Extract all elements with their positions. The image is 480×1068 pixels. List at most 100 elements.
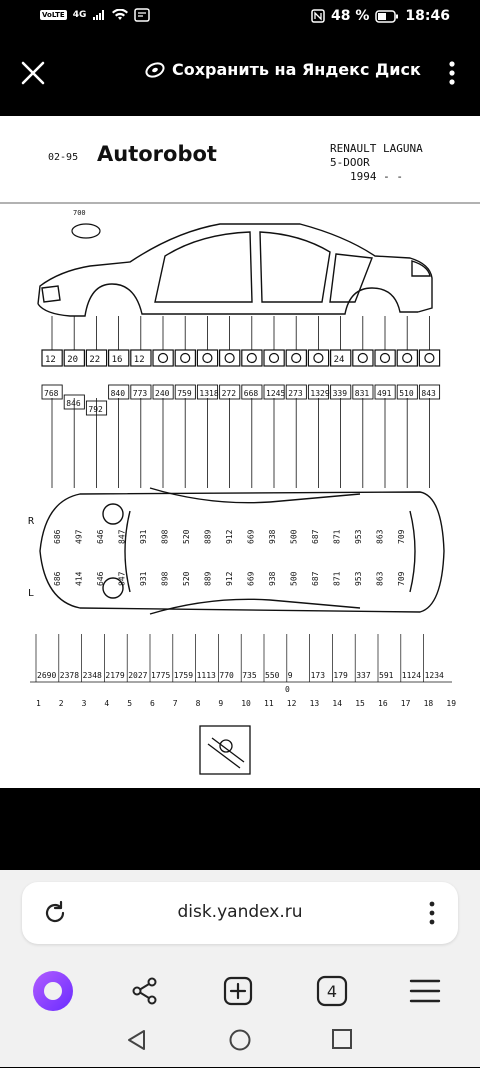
fixture-symbol [268,352,280,364]
plan-value-l: 686 [53,571,62,586]
doc-model-line3: 1994 - - [350,170,403,183]
fixture-code: 22 [89,355,100,365]
side-value: 240 [155,389,170,398]
fixture-symbol [224,352,235,364]
station-number: 19 [446,699,456,708]
plan-value-r: 863 [376,529,385,544]
address-bar[interactable]: disk.yandex.ru [22,882,458,944]
fixture-box [263,349,285,367]
station-number: 15 [355,699,365,708]
fixture-box [196,349,219,367]
fixture-symbol [180,352,191,364]
side-value: 1318 [199,389,218,398]
plan-value-l: 500 [290,571,299,586]
plan-value-r: 847 [118,529,127,544]
side-label-l: L [28,588,34,599]
disk-icon [145,61,165,78]
wifi-icon [112,9,129,20]
fixture-code: 12 [134,355,145,365]
share-icon [132,977,157,1005]
plan-value-l: 414 [75,571,84,586]
bottom-value: 1124 [402,671,421,680]
reload-icon[interactable] [42,900,68,926]
plan-value-l: 863 [376,571,385,586]
side-value: 831 [355,389,370,398]
fixture-code: 16 [112,355,123,365]
more-vertical-icon[interactable] [446,58,458,88]
bottom-value: 735 [242,671,257,680]
plan-value-l: 709 [397,571,406,586]
save-label: Сохранить на Яндекс Диск [172,60,421,79]
fixture-symbol [357,352,368,364]
side-value: 792 [88,405,103,414]
recents-icon[interactable] [331,1028,353,1050]
fixture-symbol [291,352,302,364]
back-icon[interactable] [126,1028,148,1052]
station-number: 3 [82,699,87,708]
fixture-symbol [379,352,391,364]
station-number: 12 [287,699,297,708]
bottom-value: 2027 [128,671,147,680]
bottom-value: 1775 [151,671,170,680]
station-number: 17 [401,699,411,708]
station-number: 6 [150,699,155,708]
tabs-button[interactable]: 4 [307,966,357,1016]
value-box [152,384,174,400]
bottom-value: 2348 [83,671,102,680]
browser-menu-button[interactable] [400,966,450,1016]
station-number: 14 [332,699,342,708]
battery-icon [375,9,399,23]
detail-label: 700 [73,209,86,217]
new-tab-button[interactable] [213,966,263,1016]
fixture-symbol [157,352,169,364]
save-to-yandex-disk-button[interactable]: Сохранить на Яндекс Диск [144,60,421,79]
signal-icon [93,10,105,20]
plan-value-r: 497 [75,529,84,544]
address-more-icon[interactable] [428,898,436,928]
fixture-symbol [402,352,413,364]
value-box [396,384,418,400]
side-value: 768 [44,389,59,398]
plan-value-l: 646 [96,571,105,586]
status-right: 48 % 18:46 [311,8,450,24]
document-image[interactable]: 02-95 Autorobot RENAULT LAGUNA 5-DOOR 19… [0,116,480,788]
volte-badge: VoLTE [40,10,67,20]
bottom-value: 2378 [60,671,79,680]
close-icon[interactable] [18,58,48,88]
plan-value-l: 687 [311,571,320,586]
fixture-box [285,349,308,367]
car-body-diagram: 02-95 Autorobot RENAULT LAGUNA 5-DOOR 19… [0,142,480,775]
plan-value-l: 669 [247,571,256,586]
plan-value-r: 500 [290,529,299,544]
fixture-box [307,349,330,367]
plan-value-l: 898 [161,571,170,586]
url-text[interactable]: disk.yandex.ru [177,902,303,922]
home-icon[interactable] [228,1028,252,1052]
bottom-value: 2690 [37,671,56,680]
station-number: 4 [104,699,109,708]
value-box [41,384,63,400]
value-box [219,384,241,400]
bottom-value: 591 [379,671,394,680]
value-box [63,394,85,410]
plan-value-r: 669 [247,529,256,544]
side-value: 339 [333,389,348,398]
bottom-value: 2179 [105,671,124,680]
share-button[interactable] [120,966,170,1016]
station-number: 9 [218,699,223,708]
plan-value-r: 953 [354,529,363,544]
alice-assistant-button[interactable] [28,966,78,1016]
station-number: 10 [241,699,251,708]
plan-value-l: 847 [118,571,127,586]
station-number: 5 [127,699,132,708]
doc-brand: Autorobot [97,142,217,166]
detail-ellipse [71,223,101,239]
fixture-box [174,349,196,367]
side-value: 510 [399,389,414,398]
status-bar: VoLTE 4G 48 % 18:46 [0,0,480,34]
side-value: 1245 [266,389,285,398]
value-box [85,400,108,416]
doc-date: 02-95 [48,152,78,163]
